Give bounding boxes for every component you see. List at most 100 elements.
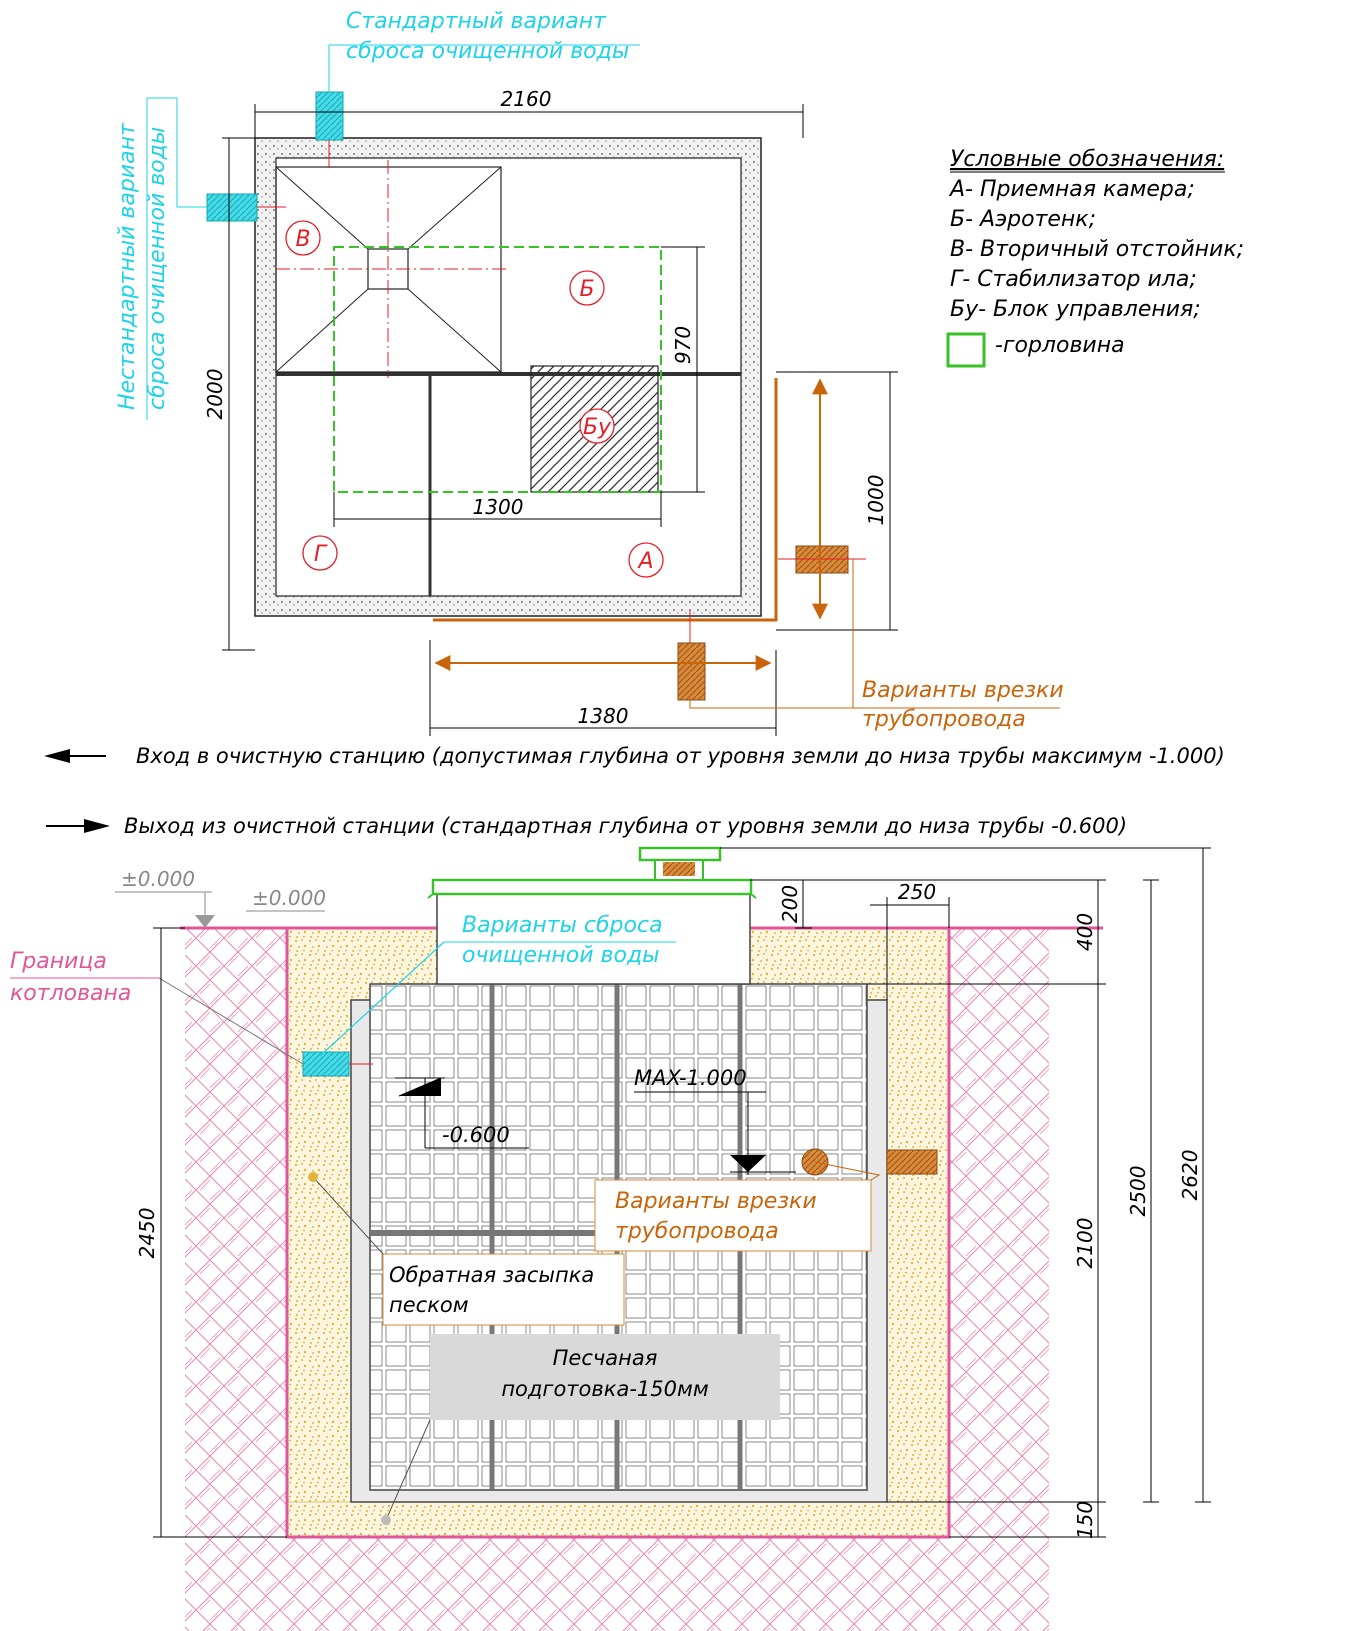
svg-text:котлована: котлована	[10, 981, 131, 1006]
svg-text:сброса очищенной воды: сброса очищенной воды	[346, 39, 629, 64]
bottom-inlet-pipe	[677, 642, 706, 701]
dim-2100: 2100	[887, 984, 1106, 1503]
legend-item-b: Б- Аэротенк;	[950, 207, 1096, 232]
svg-text:200: 200	[778, 885, 802, 923]
svg-text:±0.000: ±0.000	[121, 867, 195, 891]
dim-2620: 2620	[720, 847, 1211, 1503]
svg-text:MAX-1.000: MAX-1.000	[634, 1066, 747, 1090]
plan-inner-area	[275, 157, 742, 597]
soil-right	[949, 928, 1049, 1631]
inlet-note: Вход в очистную станцию (допустимая глуб…	[136, 744, 1225, 768]
vent-cap	[638, 846, 722, 862]
level-marker-outlet: -0.600	[395, 1077, 529, 1149]
svg-text:1000: 1000	[864, 475, 888, 526]
svg-text:2500: 2500	[1126, 1166, 1150, 1217]
legend-item-v: В- Вторичный отстойник;	[950, 237, 1244, 262]
soil-left	[185, 928, 287, 1631]
svg-text:Песчаная: Песчаная	[553, 1346, 658, 1370]
svg-text:Обратная засыпка: Обратная засыпка	[389, 1263, 594, 1287]
svg-text:Нестандартный вариант: Нестандартный вариант	[115, 122, 140, 410]
svg-text:Стандартный вариант: Стандартный вариант	[346, 9, 607, 34]
svg-text:-0.600: -0.600	[442, 1123, 510, 1147]
chamber-v-marker: В	[285, 220, 321, 256]
svg-text:Б: Б	[579, 277, 594, 302]
level-zero-2: ±0.000	[246, 886, 326, 912]
svg-text:Варианты сброса: Варианты сброса	[462, 913, 663, 938]
legend-item-g: Г- Стабилизатор ила;	[950, 267, 1197, 292]
dim-1000: 1000	[776, 371, 898, 631]
dim-150: 150	[949, 1501, 1106, 1539]
receiving-chamber-outline	[433, 378, 778, 622]
chamber-b-marker: Б	[569, 270, 605, 306]
dim-1300: 1300	[333, 492, 662, 527]
standard-outlet-label: Стандартный вариант сброса очищенной вод…	[328, 9, 640, 92]
level-zero-1: ±0.000	[115, 867, 215, 928]
backfill-label: Обратная засыпка песком	[308, 1172, 625, 1326]
svg-text:Граница: Граница	[10, 949, 107, 974]
dim-970: 970	[661, 246, 705, 493]
svg-text:подготовка-150мм: подготовка-150мм	[501, 1377, 708, 1401]
dim-400: 400	[750, 879, 1106, 985]
svg-text:Варианты врезки: Варианты врезки	[615, 1189, 817, 1214]
section-view: -0.600 MAX-1.000 ±0.000 ±0.000 Граница к…	[10, 846, 1211, 1631]
svg-text:150: 150	[1073, 1501, 1097, 1539]
svg-text:1380: 1380	[578, 704, 629, 728]
svg-text:2620: 2620	[1178, 1150, 1202, 1201]
dim-width: 2160	[254, 87, 804, 138]
legend-neck-label: -горловина	[995, 333, 1125, 358]
svg-text:очищенной воды: очищенной воды	[462, 943, 660, 968]
flow-notes: Вход в очистную станцию (допустимая глуб…	[44, 744, 1225, 838]
dim-2450: 2450	[135, 927, 287, 1538]
svg-text:Варианты врезки: Варианты врезки	[862, 678, 1064, 703]
discharge-label: Варианты сброса очищенной воды	[319, 908, 676, 1057]
nonstandard-outlet-label: Нестандартный вариант сброса очищенной в…	[115, 97, 207, 420]
chamber-bu-marker: Бу	[579, 408, 615, 444]
section-inlet-pipe	[886, 1149, 938, 1175]
neck-lid	[431, 878, 753, 896]
dim-height: 2000	[203, 137, 255, 651]
neck-outline	[333, 246, 662, 493]
level-marker-max: MAX-1.000	[634, 1066, 796, 1175]
svg-text:А: А	[636, 549, 653, 574]
svg-text:±0.000: ±0.000	[252, 886, 326, 910]
dim-200: 200	[778, 879, 812, 929]
svg-text:Бу: Бу	[583, 415, 612, 440]
dim-250: 250	[870, 880, 950, 1000]
pipe-options-label: Варианты врезки трубопровода	[689, 559, 1064, 732]
svg-text:В: В	[295, 227, 310, 252]
pit-boundary	[285, 928, 951, 1539]
dim-2500: 2500	[1126, 879, 1159, 1503]
section-pipe-label: Варианты врезки трубопровода	[594, 1161, 881, 1252]
nonstandard-outlet-pipe	[206, 193, 258, 222]
dim-1380: 1380	[429, 640, 777, 736]
soil-bottom	[287, 1537, 949, 1631]
legend-item-bu: Бу- Блок управления;	[950, 297, 1201, 322]
legend-title: Условные обозначения:	[950, 147, 1224, 172]
svg-text:2160: 2160	[501, 87, 552, 111]
svg-text:трубопровода: трубопровода	[615, 1219, 779, 1244]
outlet-note: Выход из очистной станции (стандартная г…	[124, 814, 1127, 838]
svg-text:трубопровода: трубопровода	[862, 707, 1026, 732]
svg-text:2000: 2000	[203, 369, 227, 420]
sand-base	[286, 1501, 950, 1538]
section-outlet-pipe	[302, 1051, 350, 1077]
pit-boundary-label: Граница котлована	[10, 949, 304, 1065]
svg-text:песком: песком	[389, 1293, 469, 1317]
legend-item-a: А- Приемная камера;	[948, 177, 1195, 202]
legend: Условные обозначения: А- Приемная камера…	[946, 147, 1244, 368]
legend-neck-swatch	[946, 332, 986, 368]
chamber-g-marker: Г	[302, 535, 338, 571]
standard-outlet-pipe	[315, 91, 344, 141]
svg-text:1300: 1300	[473, 495, 524, 519]
svg-text:сброса очищенной воды: сброса очищенной воды	[145, 127, 170, 410]
chamber-a-marker: А	[628, 542, 664, 578]
sand-base-label: Песчаная подготовка-150мм	[381, 1334, 780, 1525]
svg-text:Г: Г	[314, 542, 328, 567]
plan-view: В Б Бу Г А 2160	[115, 9, 1064, 736]
svg-text:2100: 2100	[1073, 1218, 1097, 1269]
svg-text:2450: 2450	[135, 1208, 159, 1259]
svg-text:970: 970	[671, 326, 695, 364]
svg-text:400: 400	[1073, 913, 1097, 951]
svg-text:250: 250	[898, 880, 936, 904]
